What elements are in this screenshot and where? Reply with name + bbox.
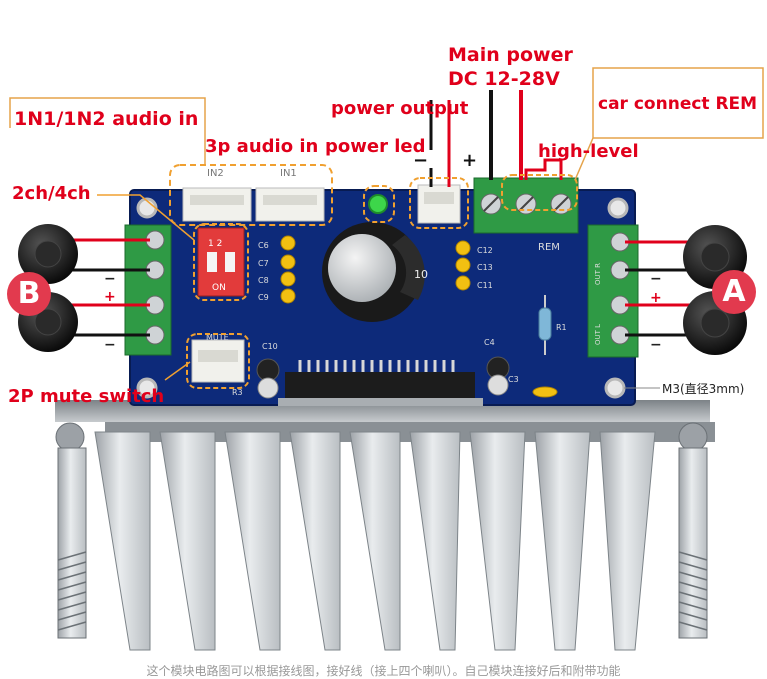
- right-bottom-plus: +: [650, 290, 662, 306]
- high-level-label: high-level: [538, 141, 639, 162]
- speaker-left-top: [18, 224, 78, 284]
- electrolytic-capacitor: [322, 222, 425, 322]
- audio-in-label: 1N1/1N2 audio in: [14, 108, 199, 130]
- c6-label: C6: [258, 241, 269, 250]
- two-four-ch-label: 2ch/4ch: [12, 183, 91, 204]
- c8-label: C8: [258, 276, 269, 285]
- bottom-caption: 这个模块电路图可以根据接线图，接好线（接上四个喇叭）。自己模块连接好后和附带功能: [146, 664, 621, 678]
- mute-silkscreen: MUTE: [206, 333, 229, 342]
- resistor-r1: [538, 295, 552, 355]
- small-capacitors: [256, 356, 510, 399]
- power-output-minus: −: [413, 150, 429, 171]
- m3-hole-label: M3(直径3mm): [662, 382, 745, 396]
- capacitors-left: [280, 235, 296, 304]
- right-top-plus: +: [650, 227, 662, 243]
- c7-label: C7: [258, 259, 269, 268]
- power-led: [368, 194, 388, 214]
- left-bottom-plus: +: [104, 289, 116, 305]
- mute-connector: [191, 339, 245, 383]
- out-l-label: OUT L: [594, 324, 602, 345]
- three-p-audio-label: 3p audio in: [205, 136, 319, 157]
- c4-label: C4: [484, 338, 495, 347]
- heatsink: [55, 400, 715, 651]
- main-power-terminal: [473, 177, 579, 234]
- pcb: IN2 IN1 REM 1 2 ON: [124, 168, 639, 406]
- power-output-connector: [417, 184, 461, 224]
- mount-hole-top-right: [607, 197, 629, 219]
- main-power-label: Main power: [448, 44, 573, 66]
- out-r-label: OUT R: [594, 263, 602, 285]
- mute-switch-label: 2P mute switch: [8, 386, 165, 407]
- cap-value: 10: [414, 268, 428, 281]
- right-top-minus: −: [650, 271, 662, 287]
- channel-a-badge: A: [712, 270, 756, 314]
- in1-connector: [255, 187, 325, 222]
- c10-label: C10: [262, 342, 278, 351]
- small-yellow-cap: [532, 386, 558, 398]
- c12-label: C12: [477, 246, 493, 255]
- in1-silkscreen: IN1: [280, 168, 297, 179]
- mount-hole-bottom-right: [604, 377, 626, 399]
- heatsink-left-post: [55, 422, 87, 639]
- c13-label: C13: [477, 263, 493, 272]
- power-led-label: power led: [325, 136, 426, 157]
- car-connect-rem-label: car connect REM: [598, 94, 758, 114]
- r1-label: R1: [556, 323, 567, 332]
- left-top-minus: −: [104, 271, 116, 287]
- dip-numbers: 1 2: [208, 239, 222, 249]
- c11-label: C11: [477, 281, 493, 290]
- right-bottom-minus: −: [650, 337, 662, 353]
- output-terminal-b: [124, 224, 172, 356]
- c3-label: C3: [508, 375, 519, 384]
- left-top-plus: +: [104, 225, 116, 241]
- channel-b-badge: B: [7, 272, 51, 316]
- rem-silkscreen: REM: [538, 242, 560, 253]
- power-output-label: power output: [331, 98, 469, 119]
- heatsink-right-post: [678, 422, 708, 639]
- left-bottom-minus: −: [104, 337, 116, 353]
- dc-voltage-label: DC 12-28V: [448, 68, 560, 90]
- power-output-plus: +: [462, 150, 478, 171]
- callouts: [9, 67, 764, 389]
- in2-connector: [182, 187, 252, 222]
- dip-switch: [197, 227, 245, 297]
- capacitors-right: [455, 240, 471, 291]
- in2-silkscreen: IN2: [207, 168, 224, 179]
- c9-label: C9: [258, 293, 269, 302]
- mount-hole-bottom-left: [136, 377, 158, 399]
- dip-on: ON: [212, 283, 226, 293]
- amplifier-ic: [278, 360, 483, 406]
- r3-label: R3: [232, 388, 243, 397]
